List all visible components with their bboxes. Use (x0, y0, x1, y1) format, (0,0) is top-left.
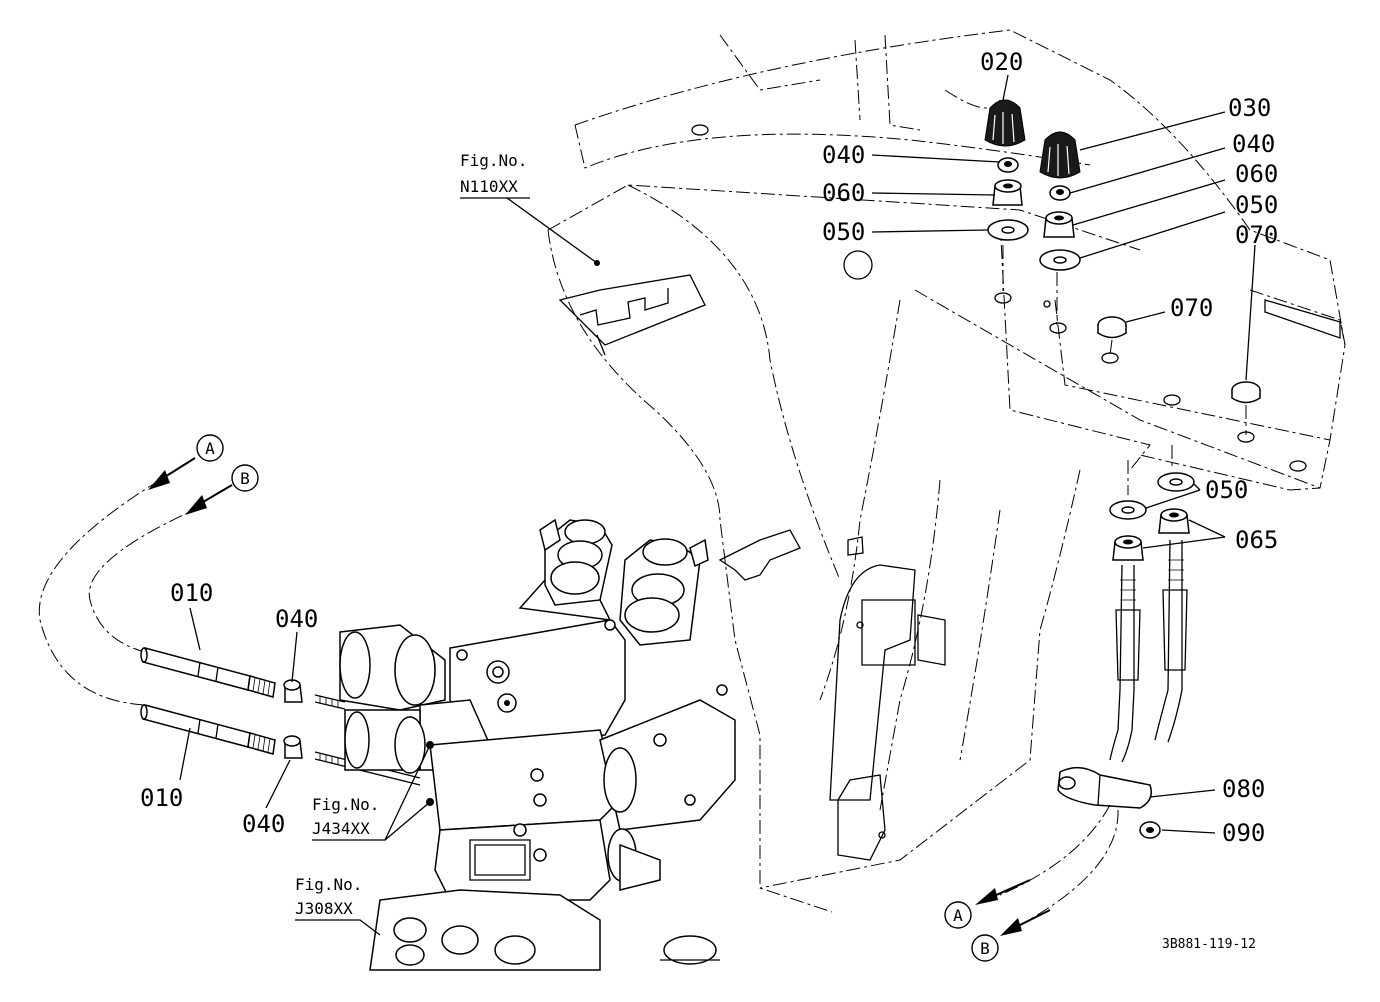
figure-ref-j434: Fig.No. J434XX (312, 795, 379, 838)
bracket-plate (558, 124, 1341, 472)
clamp-080 (1057, 766, 1152, 809)
callout-020: 020 (980, 48, 1023, 76)
fig-ref-label: Fig.No. (312, 795, 379, 814)
control-valve-assembly (339, 518, 736, 971)
cable-marker-a-bottom: A (944, 901, 972, 929)
nut-040-a (997, 157, 1019, 173)
marker-text: A (205, 439, 215, 458)
nut-040-b (1049, 185, 1071, 201)
callout-040-a: 040 (822, 141, 865, 169)
cable-010-upper (140, 647, 276, 698)
cable-010-lower (140, 704, 276, 755)
figure-ref-n110: Fig.No. N110XX (460, 151, 527, 196)
callout-090: 090 (1222, 819, 1265, 847)
callout-070-b: 070 (1170, 294, 1213, 322)
nut-060-b (1043, 211, 1075, 238)
marker-text: B (980, 939, 990, 958)
washer-050-a (987, 219, 1029, 241)
knob-020 (984, 99, 1026, 147)
cable-marker-b-top: B (231, 464, 259, 492)
callout-065: 065 (1235, 526, 1278, 554)
callout-040-c: 040 (275, 605, 318, 633)
fig-ref-label: Fig.No. (295, 875, 362, 894)
figure-ref-j308: Fig.No. J308XX (295, 875, 362, 918)
knob-030 (1039, 131, 1081, 179)
alignment-lines (1002, 245, 1247, 495)
plug-070-b (1231, 381, 1261, 404)
callout-050-c: 050 (1205, 476, 1248, 504)
body-frame-outline (547, 29, 1346, 913)
fig-ref-code: J308XX (295, 899, 353, 918)
fig-ref-label: Fig.No. (460, 151, 527, 170)
marker-text: A (953, 906, 963, 925)
fig-ref-code: N110XX (460, 177, 518, 196)
callout-060-a: 060 (822, 179, 865, 207)
callout-070-a: 070 (1235, 221, 1278, 249)
lower-panel (718, 529, 946, 861)
callout-030: 030 (1228, 94, 1271, 122)
callout-010-b: 010 (140, 784, 183, 812)
callout-080: 080 (1222, 775, 1265, 803)
washer-050-b (1039, 249, 1081, 271)
cables-bottom (975, 804, 1119, 936)
fig-ref-code: J434XX (312, 819, 370, 838)
nut-065-b (1158, 508, 1190, 534)
callout-050-a: 050 (822, 218, 865, 246)
nut-065-a (1112, 535, 1144, 561)
cable-end-right (1109, 539, 1188, 763)
nut-040-d (283, 735, 303, 759)
callout-040-d: 040 (242, 810, 285, 838)
cables-left (38, 457, 233, 706)
callout-060-b: 060 (1235, 160, 1278, 188)
cable-marker-b-bottom: B (971, 934, 999, 962)
callout-010-a: 010 (170, 579, 213, 607)
nut-040-c (283, 679, 303, 703)
bolt-090 (1139, 821, 1161, 839)
washer-050-d (1157, 472, 1195, 492)
leader-lines (179, 74, 1256, 936)
callout-040-b: 040 (1232, 130, 1275, 158)
washer-050-c (1109, 500, 1147, 520)
cable-marker-a-top: A (196, 434, 224, 462)
nut-060-a (992, 179, 1023, 206)
plug-070-a (1097, 316, 1127, 339)
drawing-number: 3B881-119-12 (1162, 937, 1256, 952)
marker-text: B (240, 469, 250, 488)
callout-050-b: 050 (1235, 191, 1278, 219)
